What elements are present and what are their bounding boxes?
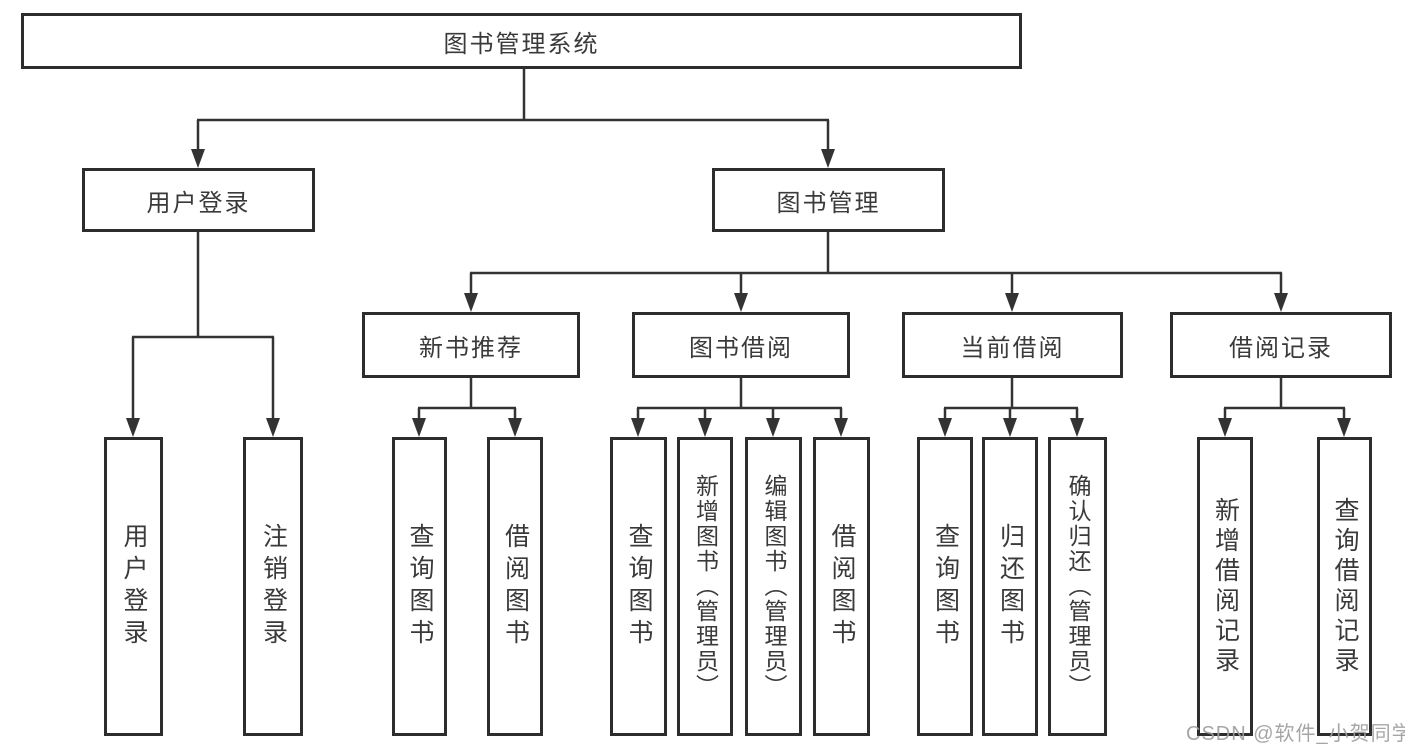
leaf-confirm-return-admin-label: 确认归还（管理员）: [1065, 474, 1091, 699]
leaf-user-login-label: 用户登录: [120, 522, 148, 651]
leaf-query-borrow-record-label: 查询借阅记录: [1331, 496, 1359, 677]
node-root-label: 图书管理系统: [443, 30, 600, 58]
leaf-query-borrow-record: 查询借阅记录: [1317, 437, 1372, 736]
node-root-system: 图书管理系统: [21, 13, 1022, 69]
leaf-add-borrow-record-label: 新增借阅记录: [1211, 496, 1240, 677]
leaf-logout: 注销登录: [243, 437, 303, 736]
leaf-query-book-1: 查询图书: [392, 437, 447, 736]
node-book-management-label: 图书管理: [776, 189, 881, 217]
node-book-management: 图书管理: [712, 168, 945, 232]
leaf-return-book-label: 归还图书: [996, 522, 1025, 651]
leaf-confirm-return-admin: 确认归还（管理员）: [1048, 437, 1107, 736]
leaf-query-book-2: 查询图书: [610, 437, 667, 736]
csdn-watermark: CSDN @软件_小贺同学: [1186, 723, 1405, 745]
node-current-borrow-label: 当前借阅: [960, 334, 1065, 362]
leaf-edit-book-admin: 编辑图书（管理员）: [745, 437, 802, 736]
node-book-borrow-label: 图书借阅: [689, 334, 793, 362]
node-current-borrow: 当前借阅: [902, 312, 1123, 378]
leaf-user-login: 用户登录: [104, 437, 163, 736]
node-borrow-record-label: 借阅记录: [1229, 334, 1333, 362]
leaf-borrow-book-2: 借阅图书: [813, 437, 870, 736]
leaf-edit-book-admin-label: 编辑图书（管理员）: [761, 474, 787, 699]
leaf-borrow-book-1-label: 借阅图书: [501, 522, 530, 651]
leaf-query-book-3: 查询图书: [917, 437, 973, 736]
node-new-book-recommend-label: 新书推荐: [419, 334, 523, 362]
leaf-query-book-2-label: 查询图书: [625, 522, 653, 651]
node-new-book-recommend: 新书推荐: [362, 312, 580, 378]
leaf-logout-label: 注销登录: [259, 522, 288, 651]
node-book-borrow: 图书借阅: [632, 312, 850, 378]
leaf-query-book-3-label: 查询图书: [931, 522, 960, 651]
leaf-borrow-book-2-label: 借阅图书: [828, 522, 856, 651]
node-borrow-record: 借阅记录: [1170, 312, 1392, 378]
leaf-return-book: 归还图书: [982, 437, 1038, 736]
leaf-add-borrow-record: 新增借阅记录: [1197, 437, 1253, 736]
node-user-login: 用户登录: [82, 168, 315, 232]
leaf-add-book-admin-label: 新增图书（管理员）: [692, 474, 719, 699]
node-user-login-label: 用户登录: [146, 189, 251, 217]
leaf-query-book-1-label: 查询图书: [406, 522, 434, 651]
leaf-borrow-book-1: 借阅图书: [487, 437, 543, 736]
leaf-add-book-admin: 新增图书（管理员）: [677, 437, 733, 736]
arrowheads: [126, 149, 1351, 437]
